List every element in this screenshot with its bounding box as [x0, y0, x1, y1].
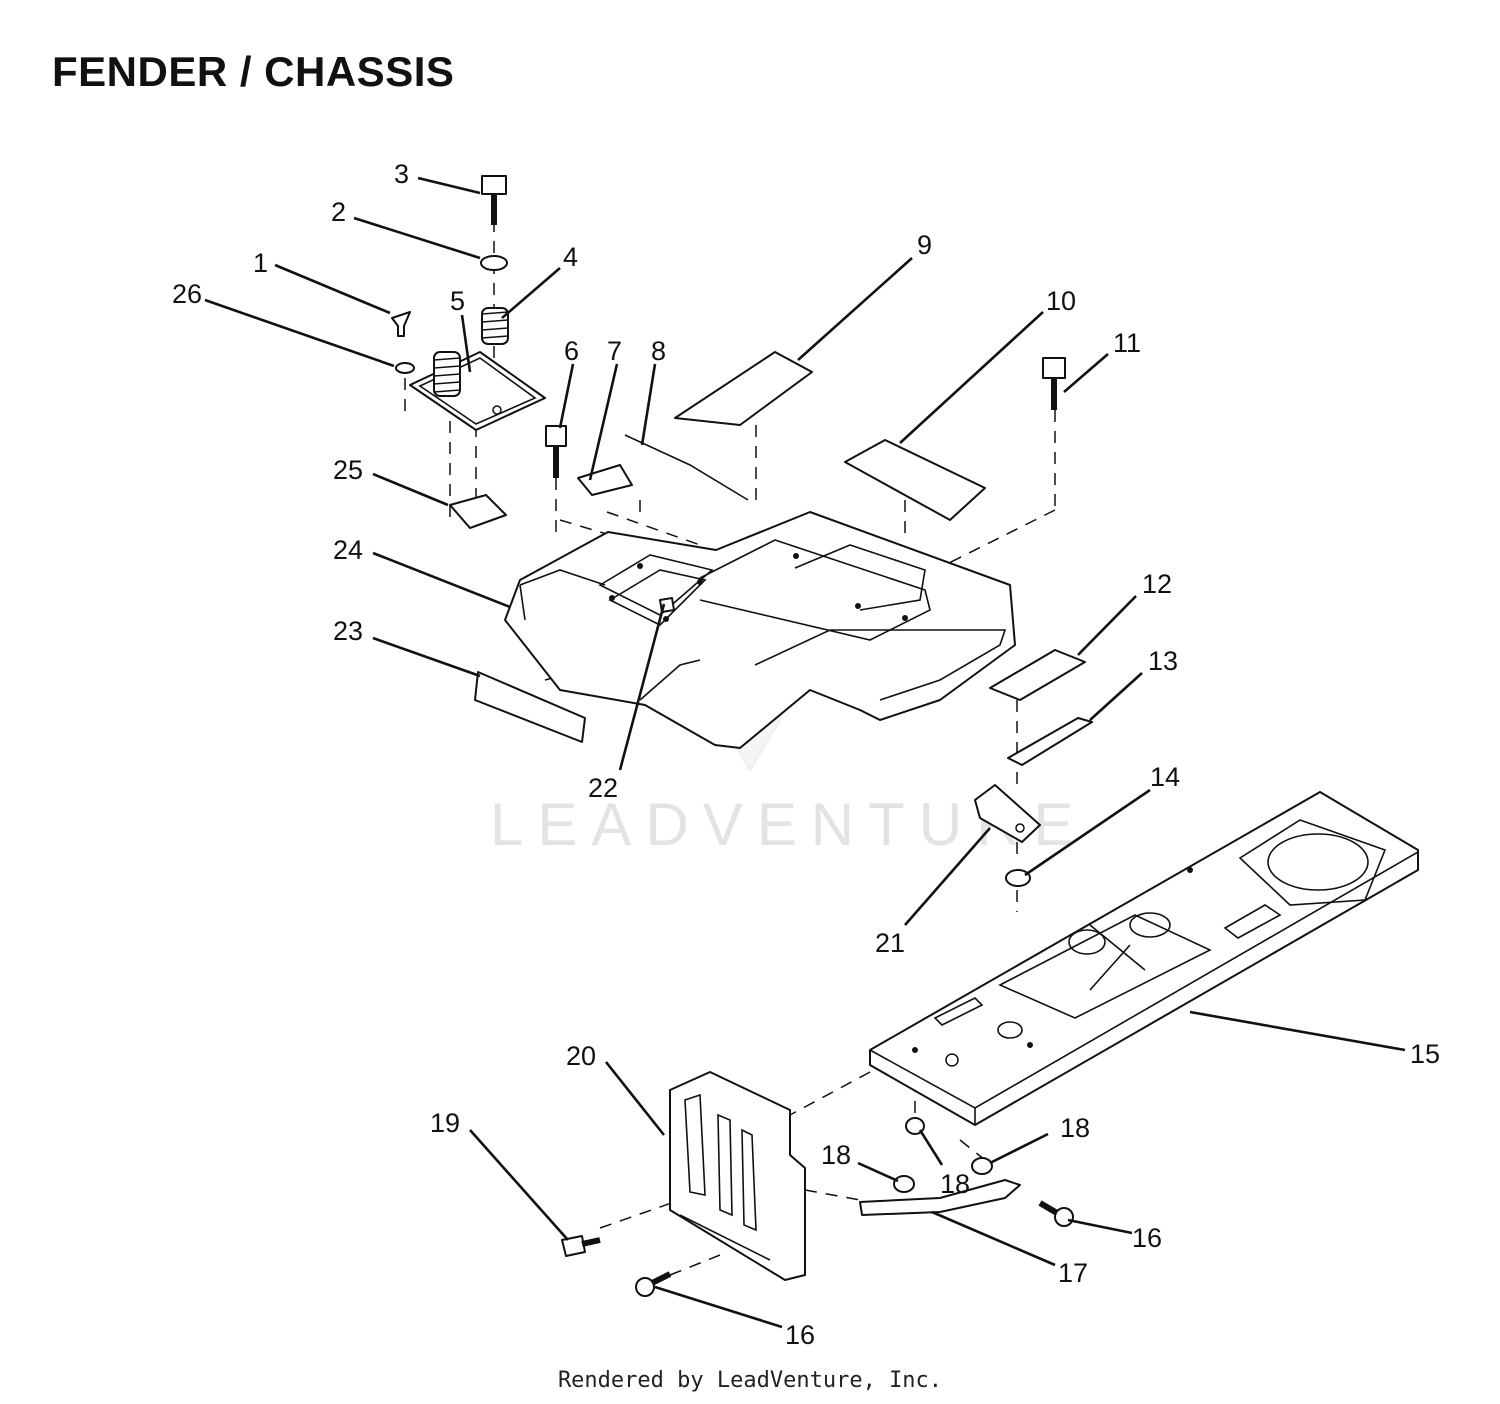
callout-9: 9 — [917, 230, 932, 260]
callout-3: 3 — [394, 159, 409, 189]
callout-19: 19 — [430, 1108, 460, 1138]
spring-left — [433, 351, 461, 397]
bolt-part-16-lower — [635, 1271, 672, 1297]
callout-1: 1 — [253, 248, 268, 278]
bar-part-13 — [1007, 717, 1093, 766]
callout-2: 2 — [331, 197, 346, 227]
washer-part-2 — [480, 255, 508, 271]
spring-plate — [409, 351, 546, 431]
callout-18-left: 18 — [821, 1140, 851, 1170]
bolt-part-6 — [545, 425, 567, 478]
callout-24: 24 — [333, 535, 363, 565]
spring-right — [481, 307, 509, 345]
skirt-part-20 — [669, 1071, 806, 1281]
callout-13: 13 — [1148, 646, 1178, 676]
callout-22: 22 — [588, 773, 618, 803]
chassis-frame — [869, 791, 1419, 1126]
bolt-part-11 — [1042, 357, 1066, 410]
bolt-part-19 — [561, 1235, 601, 1257]
decal-part-8 — [624, 434, 749, 501]
decal-part-25 — [449, 494, 507, 529]
fender — [504, 511, 1016, 749]
callout-23: 23 — [333, 616, 363, 646]
leader-lines — [204, 176, 1406, 1329]
decal-part-7 — [577, 464, 633, 496]
callout-14: 14 — [1150, 762, 1180, 792]
decal-part-9 — [674, 351, 813, 426]
callout-15: 15 — [1410, 1039, 1440, 1069]
screw-part-1 — [391, 311, 411, 337]
callout-5: 5 — [450, 286, 465, 316]
callout-18-middle: 18 — [940, 1169, 970, 1199]
callout-18-right: 18 — [1060, 1113, 1090, 1143]
nut-part-18-right — [971, 1157, 993, 1175]
footer-credit: Rendered by LeadVenture, Inc. — [557, 1368, 943, 1393]
decal-part-10 — [844, 439, 986, 521]
callout-20: 20 — [566, 1041, 596, 1071]
callout-7: 7 — [607, 336, 622, 366]
bracket-part-12 — [989, 649, 1086, 701]
callout-25: 25 — [333, 455, 363, 485]
nut-part-14 — [1005, 869, 1031, 887]
callout-26: 26 — [172, 279, 202, 309]
washer-part-26 — [395, 362, 415, 374]
decal-part-23 — [474, 671, 586, 743]
callout-16-lower: 16 — [785, 1320, 815, 1350]
callout-16-right: 16 — [1132, 1223, 1162, 1253]
callout-11: 11 — [1113, 328, 1141, 358]
callout-21: 21 — [875, 928, 905, 958]
callout-labels: 3 2 1 26 4 5 6 7 8 9 10 11 12 13 14 15 1… — [172, 159, 1440, 1350]
callout-17: 17 — [1058, 1258, 1088, 1288]
callout-8: 8 — [651, 336, 666, 366]
page-title: FENDER / CHASSIS — [52, 48, 455, 95]
callout-4: 4 — [563, 242, 578, 272]
bracket-part-17 — [859, 1179, 1021, 1216]
bolt-part-3 — [481, 175, 507, 225]
nut-part-18-left — [893, 1175, 915, 1193]
bolt-part-16-right — [1038, 1200, 1074, 1227]
callout-6: 6 — [564, 336, 579, 366]
nut-part-18-upper — [905, 1117, 925, 1135]
callout-12: 12 — [1142, 569, 1172, 599]
callout-10: 10 — [1046, 286, 1076, 316]
clip-part-21 — [974, 784, 1041, 843]
